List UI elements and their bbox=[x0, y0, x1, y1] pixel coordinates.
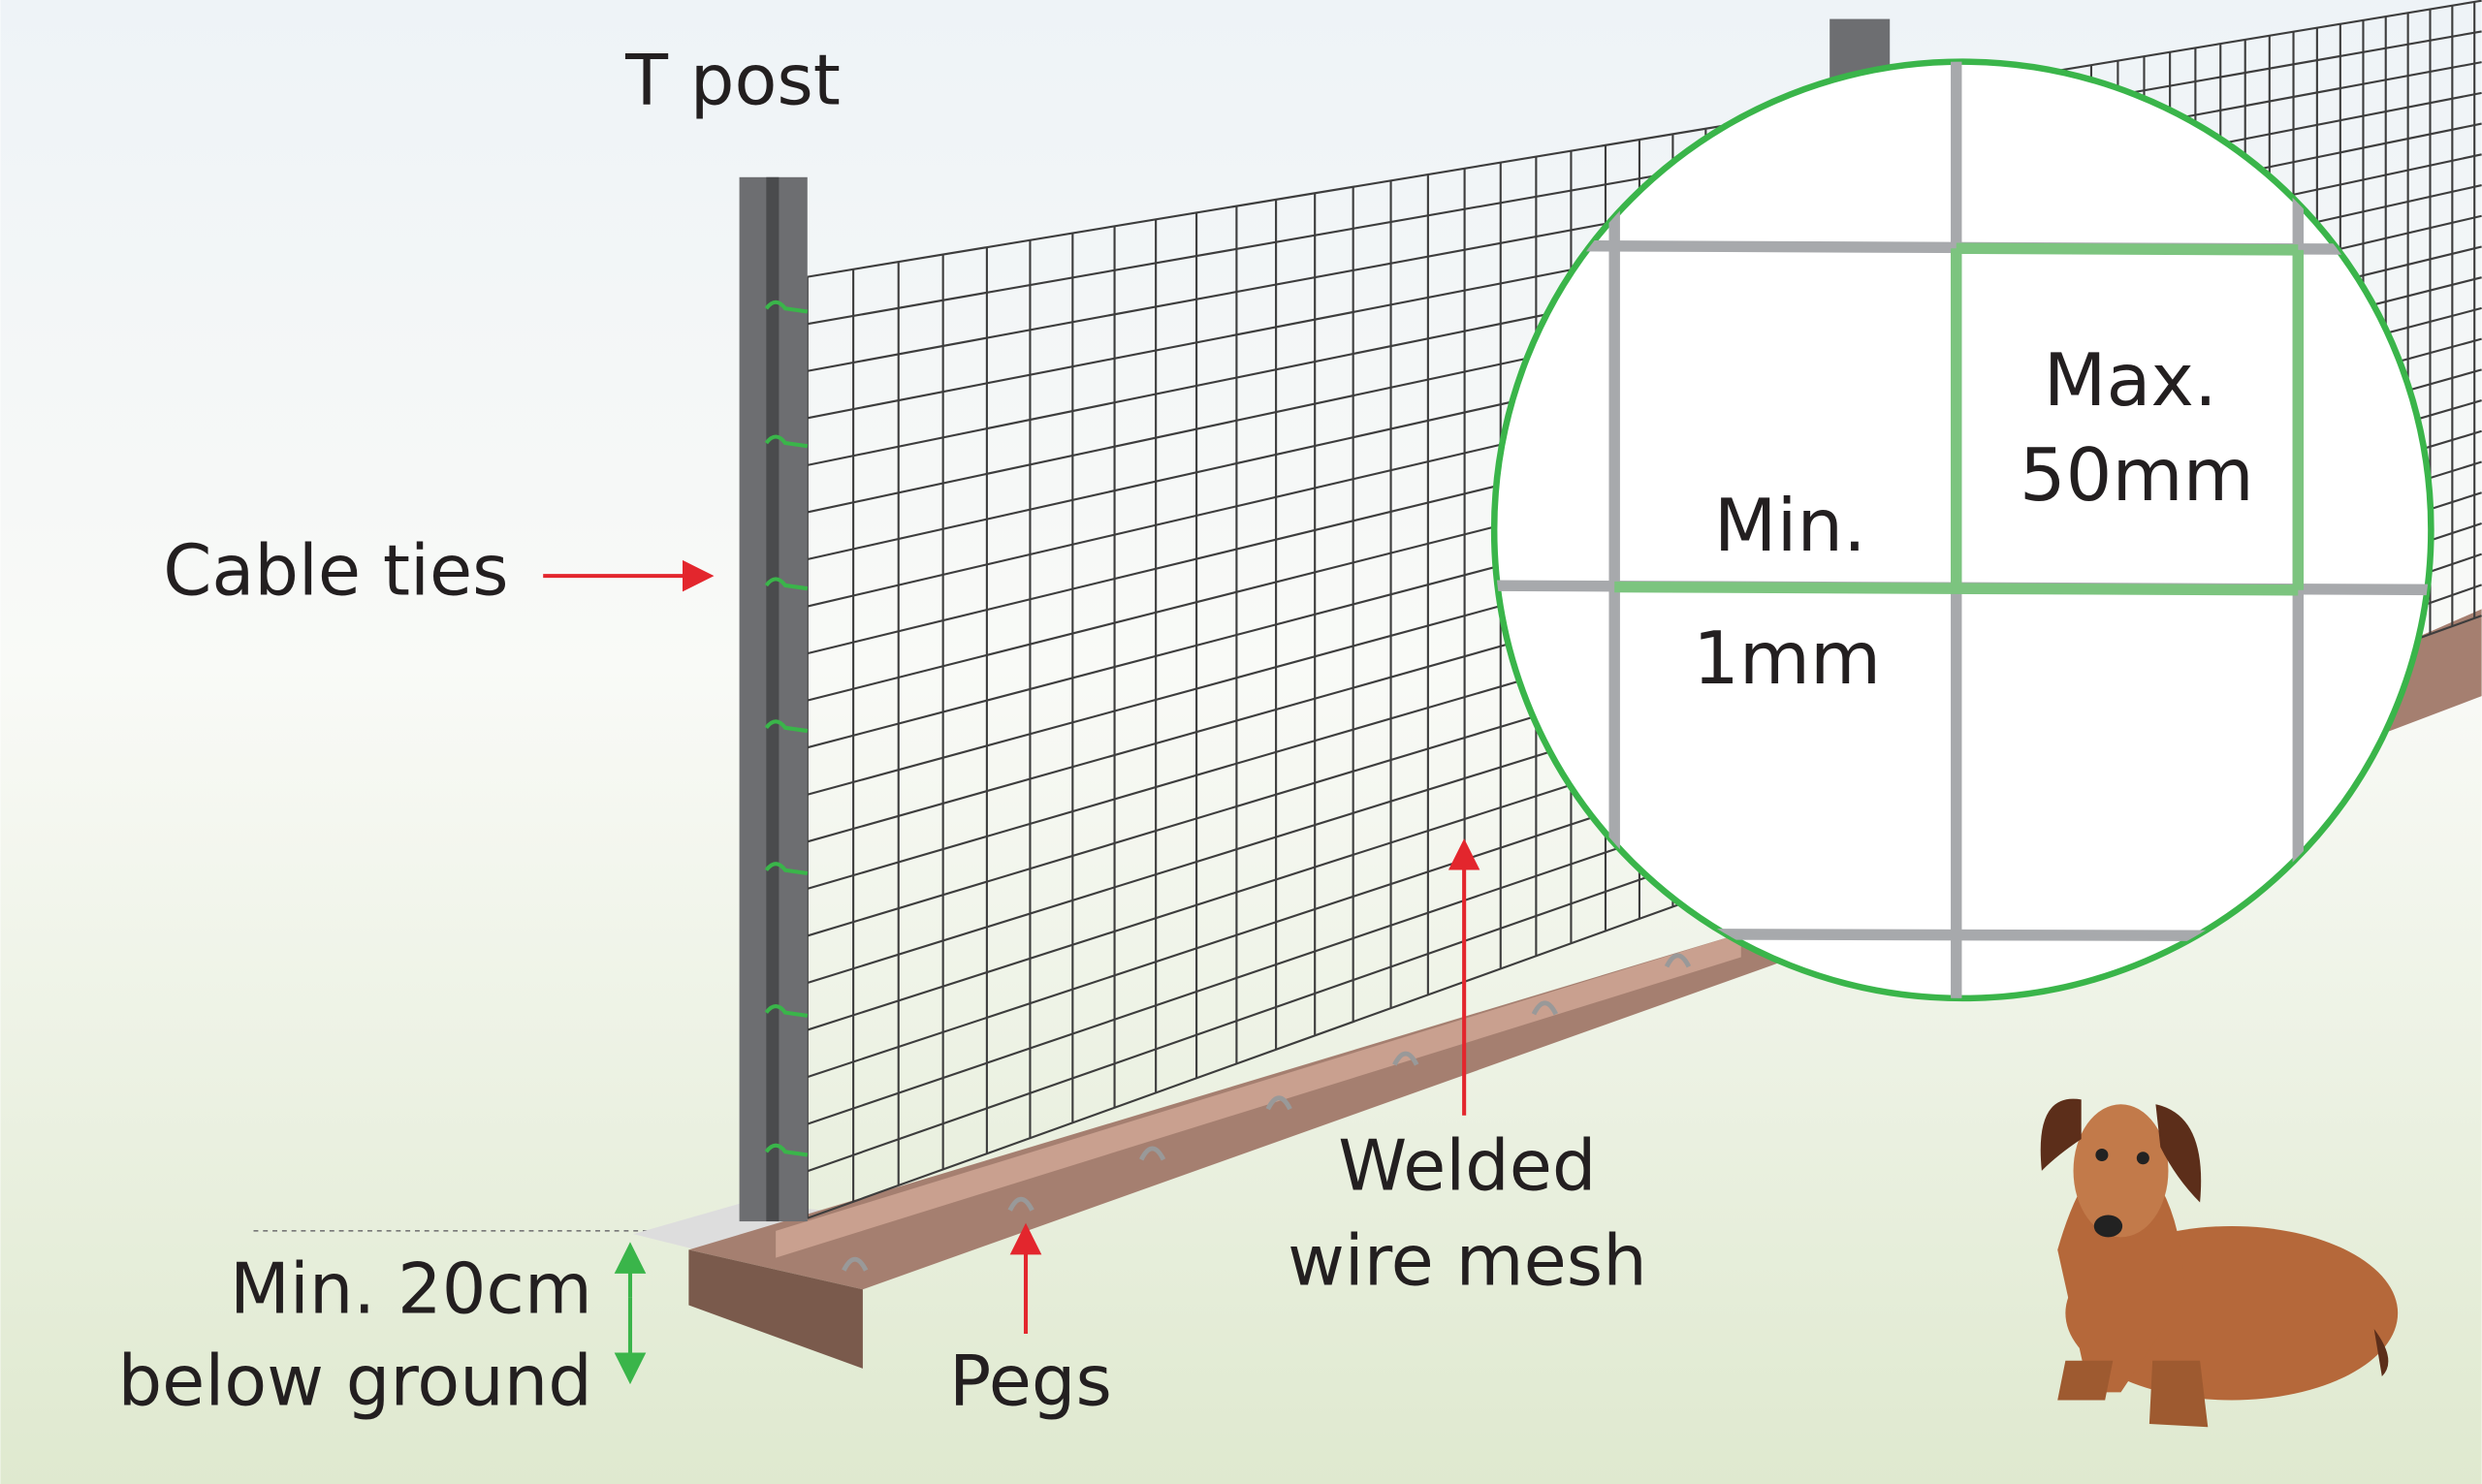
peg bbox=[1392, 1051, 1419, 1066]
cable-ties bbox=[764, 300, 809, 1157]
depth-label-line2: below ground bbox=[118, 1340, 592, 1421]
peg bbox=[842, 1256, 869, 1272]
depth-label-line1: Min. 20cm bbox=[230, 1248, 592, 1330]
cable-tie bbox=[764, 1143, 809, 1157]
mesh-wire-horizontal bbox=[807, 0, 2482, 278]
peg bbox=[1138, 1146, 1166, 1161]
max-value: 50mm bbox=[2020, 432, 2254, 518]
peg bbox=[1007, 1196, 1034, 1212]
pegs-label: Pegs bbox=[949, 1340, 1112, 1421]
peg bbox=[1531, 1000, 1558, 1016]
cable-tie bbox=[764, 719, 809, 734]
mesh-label-line1: Welded bbox=[1338, 1124, 1596, 1206]
mesh-wire-horizontal bbox=[807, 30, 2482, 326]
cable-tie bbox=[764, 434, 809, 449]
cable-tie bbox=[764, 1004, 809, 1018]
dog-illustration bbox=[2040, 1098, 2399, 1428]
cable-tie bbox=[764, 300, 809, 314]
t-post-flange bbox=[766, 176, 780, 1222]
pegs-group bbox=[842, 953, 1692, 1272]
min-label: Min. bbox=[1714, 483, 1866, 568]
cable-ties-label: Cable ties bbox=[163, 530, 508, 612]
zoom-circle bbox=[1490, 58, 2434, 1002]
mesh-skirt-top bbox=[688, 609, 2482, 1290]
mesh-label-line2: wire mesh bbox=[1288, 1219, 1647, 1301]
peg bbox=[1664, 953, 1692, 968]
cable-tie bbox=[764, 577, 809, 591]
min-value: 1mm bbox=[1693, 616, 1881, 701]
mesh-aperture-highlight bbox=[1614, 242, 2305, 596]
mesh-skirt-vertical bbox=[776, 932, 1741, 1258]
t-post-label: T post bbox=[624, 40, 841, 121]
peg bbox=[1265, 1095, 1292, 1111]
cable-tie bbox=[764, 862, 809, 875]
max-label: Max. bbox=[2044, 337, 2217, 423]
